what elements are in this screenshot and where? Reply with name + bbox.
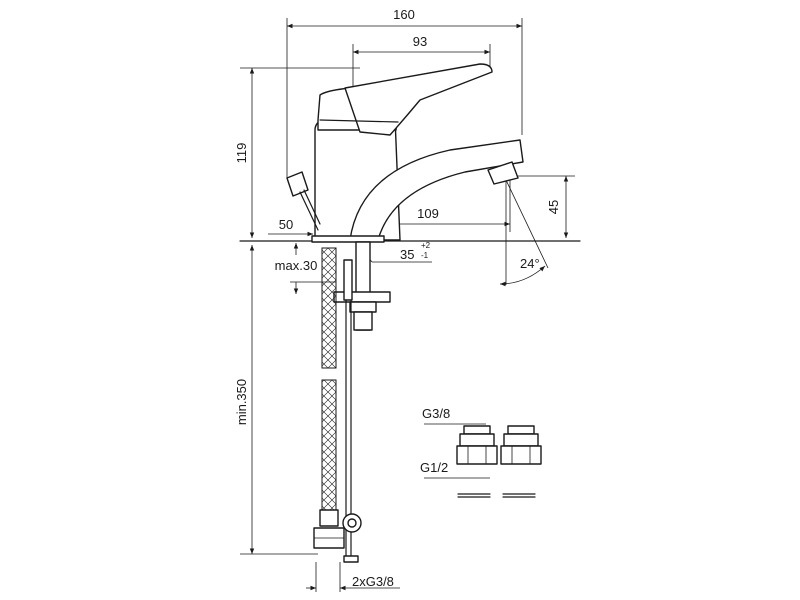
dimension-label-hole-diameter: 35 [400,247,414,262]
dimension-spout-height: 45 [510,175,575,238]
dimension-label-lever-reach: 93 [413,34,427,49]
dimension-label-deck-thickness: max.30 [275,258,318,273]
dimension-label-hose-length: min.350 [234,379,249,425]
dimension-label-height: 119 [234,143,249,164]
dimension-height: 119 [234,67,360,238]
adapter-label-thread-bottom: G1/2 [420,460,448,475]
dimension-label-spout-angle: 24° [520,256,540,271]
dimension-label-hole-tol-minus: -1 [421,251,429,260]
dimension-label-overall-depth: 160 [393,7,415,22]
adapter-label-thread-top: G3/8 [422,406,450,421]
dimension-spout-angle: 24° [499,179,549,287]
dimension-rear-offset: 50 [268,217,313,237]
flexible-hose-right [342,259,362,563]
dimension-hose-connection: 2xG3/8 [306,562,400,592]
mounting-stud [333,241,391,331]
dimension-overall-depth: 160 [286,7,523,178]
adapter-detail: G3/8 G1/2 [420,406,542,498]
dimension-hose-length: min.350 [234,245,318,555]
dimension-label-hose-connection: 2xG3/8 [352,574,394,589]
dimension-label-hole-tol-plus: +2 [421,241,431,250]
dimension-label-spout-height: 45 [546,200,561,214]
flexible-hose-left [313,247,345,549]
dimension-lever-reach: 93 [352,34,491,90]
dimension-label-rear-offset: 50 [279,217,293,232]
adapter-right [500,425,542,498]
adapter-left [456,425,498,498]
dimension-label-spout-reach: 109 [417,206,439,221]
faucet-body [286,63,524,243]
